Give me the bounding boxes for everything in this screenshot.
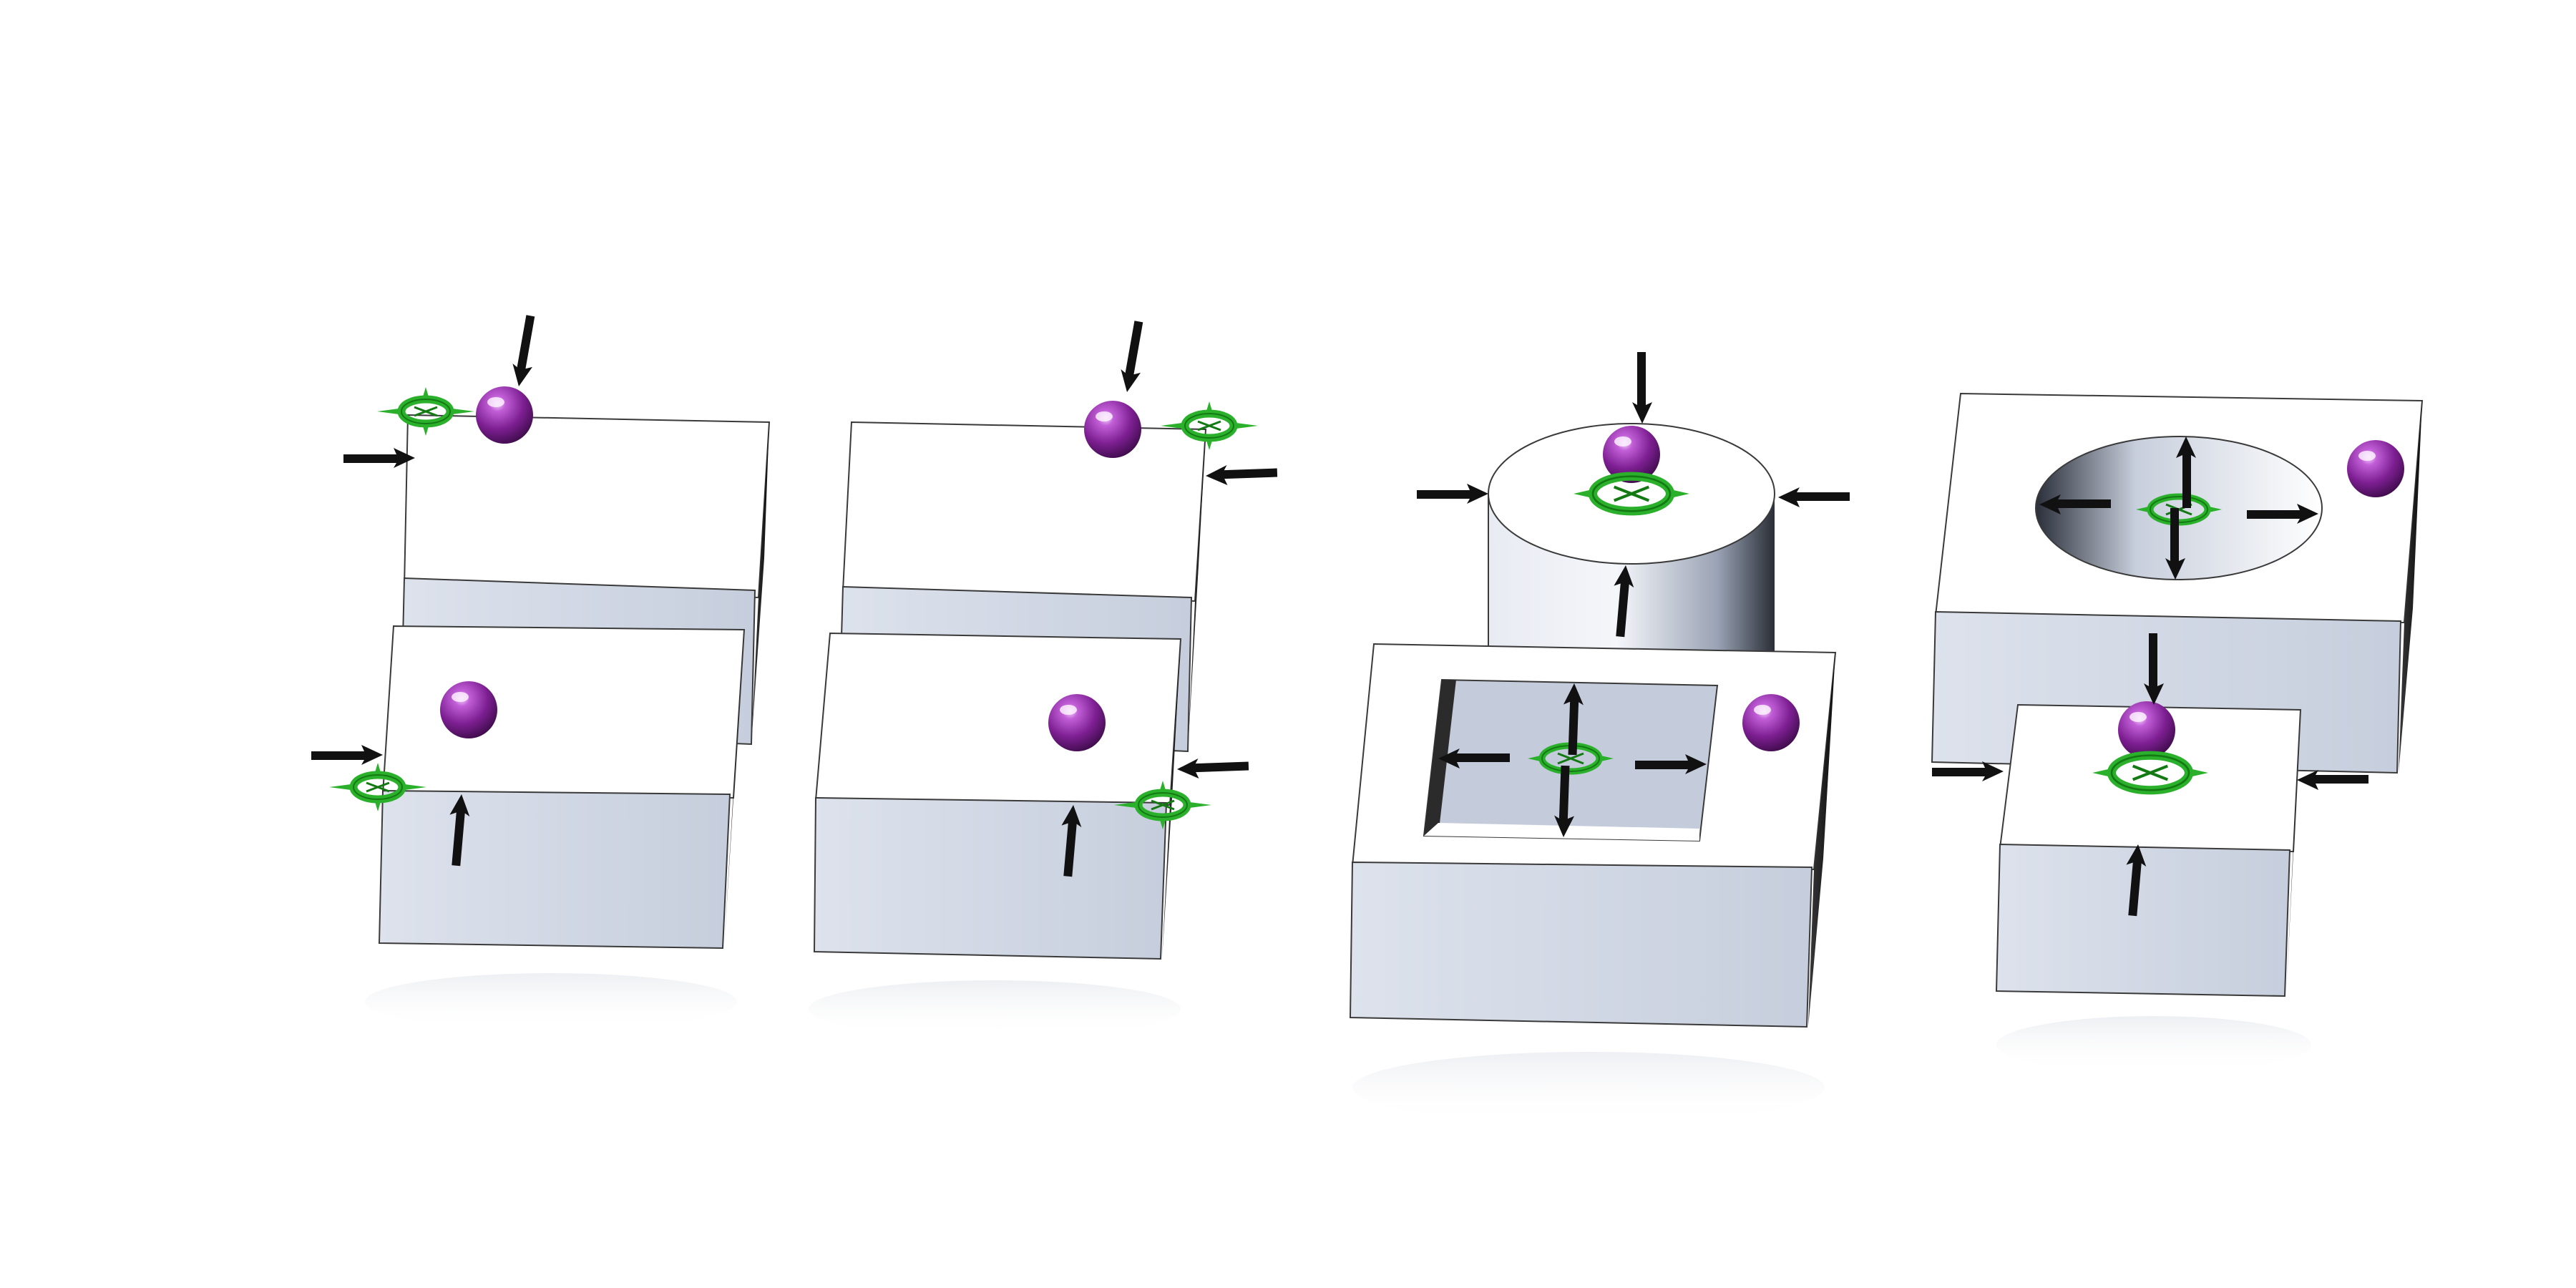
purple-sphere-icon[interactable]: [476, 386, 533, 444]
ground-shadow: [1352, 1052, 1825, 1123]
ground-shadow: [365, 973, 737, 1030]
purple-sphere-icon[interactable]: [440, 681, 497, 738]
ground-shadow: [809, 980, 1181, 1038]
black-arrow-icon: [509, 314, 542, 389]
black-arrow-icon: [1117, 320, 1150, 394]
purple-sphere-icon[interactable]: [1048, 694, 1106, 751]
purple-sphere-icon[interactable]: [2347, 440, 2404, 497]
black-arrow-icon: [1176, 756, 1249, 779]
purple-sphere-icon[interactable]: [2118, 701, 2175, 758]
square-pocket-block: [1349, 643, 1837, 1028]
black-arrow-icon: [1205, 463, 1278, 486]
black-arrow-icon: [343, 448, 415, 468]
group-cylinder-and-pocket: [1349, 352, 1850, 1123]
black-arrow-icon: [1417, 484, 1488, 504]
group-corner-right: [809, 320, 1278, 1038]
group-ellipse-and-boss: [1931, 392, 2424, 1073]
ground-shadow: [1996, 1016, 2311, 1073]
black-arrow-icon: [1932, 761, 2004, 781]
black-arrow-icon: [1632, 352, 1652, 424]
black-arrow-icon: [311, 745, 383, 765]
purple-sphere-icon[interactable]: [1084, 401, 1141, 458]
block-front: [378, 625, 746, 950]
square-boss: [1995, 703, 2302, 997]
black-arrow-icon: [2297, 770, 2368, 790]
purple-sphere-icon[interactable]: [1742, 694, 1800, 751]
block-front: [813, 632, 1182, 960]
group-corner-left: [311, 314, 771, 1030]
black-arrow-icon: [1778, 487, 1850, 507]
